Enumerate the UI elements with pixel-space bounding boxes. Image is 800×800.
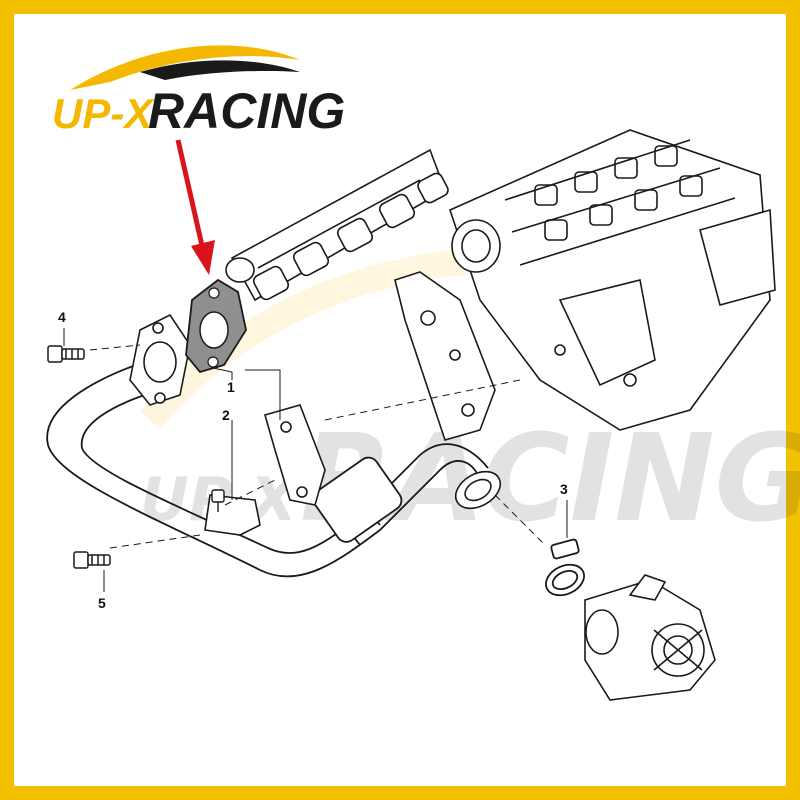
pipe-support-bracket <box>204 404 326 536</box>
manifold-flange <box>252 172 449 301</box>
red-arrow <box>175 139 215 275</box>
hose-clamp <box>545 538 585 597</box>
mounting-bracket <box>394 271 496 441</box>
bracket-plate <box>394 271 496 441</box>
logo-suffix: RACING <box>148 83 345 139</box>
red-arrow-head <box>191 240 215 275</box>
pipe-flange <box>129 313 191 406</box>
callout-3: 3 <box>560 481 568 497</box>
gasket <box>185 278 247 374</box>
exhaust-pipe-top-edge <box>46 359 479 578</box>
bolt-4 <box>47 345 85 363</box>
callout-leaders <box>63 328 568 592</box>
callout-1: 1 <box>227 379 235 395</box>
callout-labels: 1 2 3 4 5 <box>58 309 568 611</box>
callout-4: 4 <box>58 309 66 325</box>
exhaust-manifold <box>225 148 449 302</box>
gasket-bore <box>199 311 229 349</box>
engine-block <box>449 129 776 431</box>
callout-2: 2 <box>222 407 230 423</box>
engine-intake-runners <box>699 208 776 306</box>
exhaust-pipe <box>46 359 489 578</box>
logo-swoosh-dark <box>140 60 300 80</box>
egr-valve-inlet <box>585 609 619 655</box>
exhaust-pipe-bottom-edge <box>80 389 489 554</box>
small-nut <box>211 489 225 512</box>
exhaust-pipe-muffler <box>312 456 403 543</box>
logo-swoosh-top <box>70 45 300 90</box>
logo-prefix: UP-X <box>52 90 155 137</box>
manifold-ridge <box>257 179 421 269</box>
manifold-outlet <box>225 257 255 283</box>
brand-logo: UP-X RACING <box>52 45 345 139</box>
bolt-5 <box>73 551 111 569</box>
callout-5: 5 <box>98 595 106 611</box>
red-arrow-shaft <box>175 139 206 251</box>
egr-valve <box>584 574 716 701</box>
pipe-outlet-flange <box>454 470 502 510</box>
